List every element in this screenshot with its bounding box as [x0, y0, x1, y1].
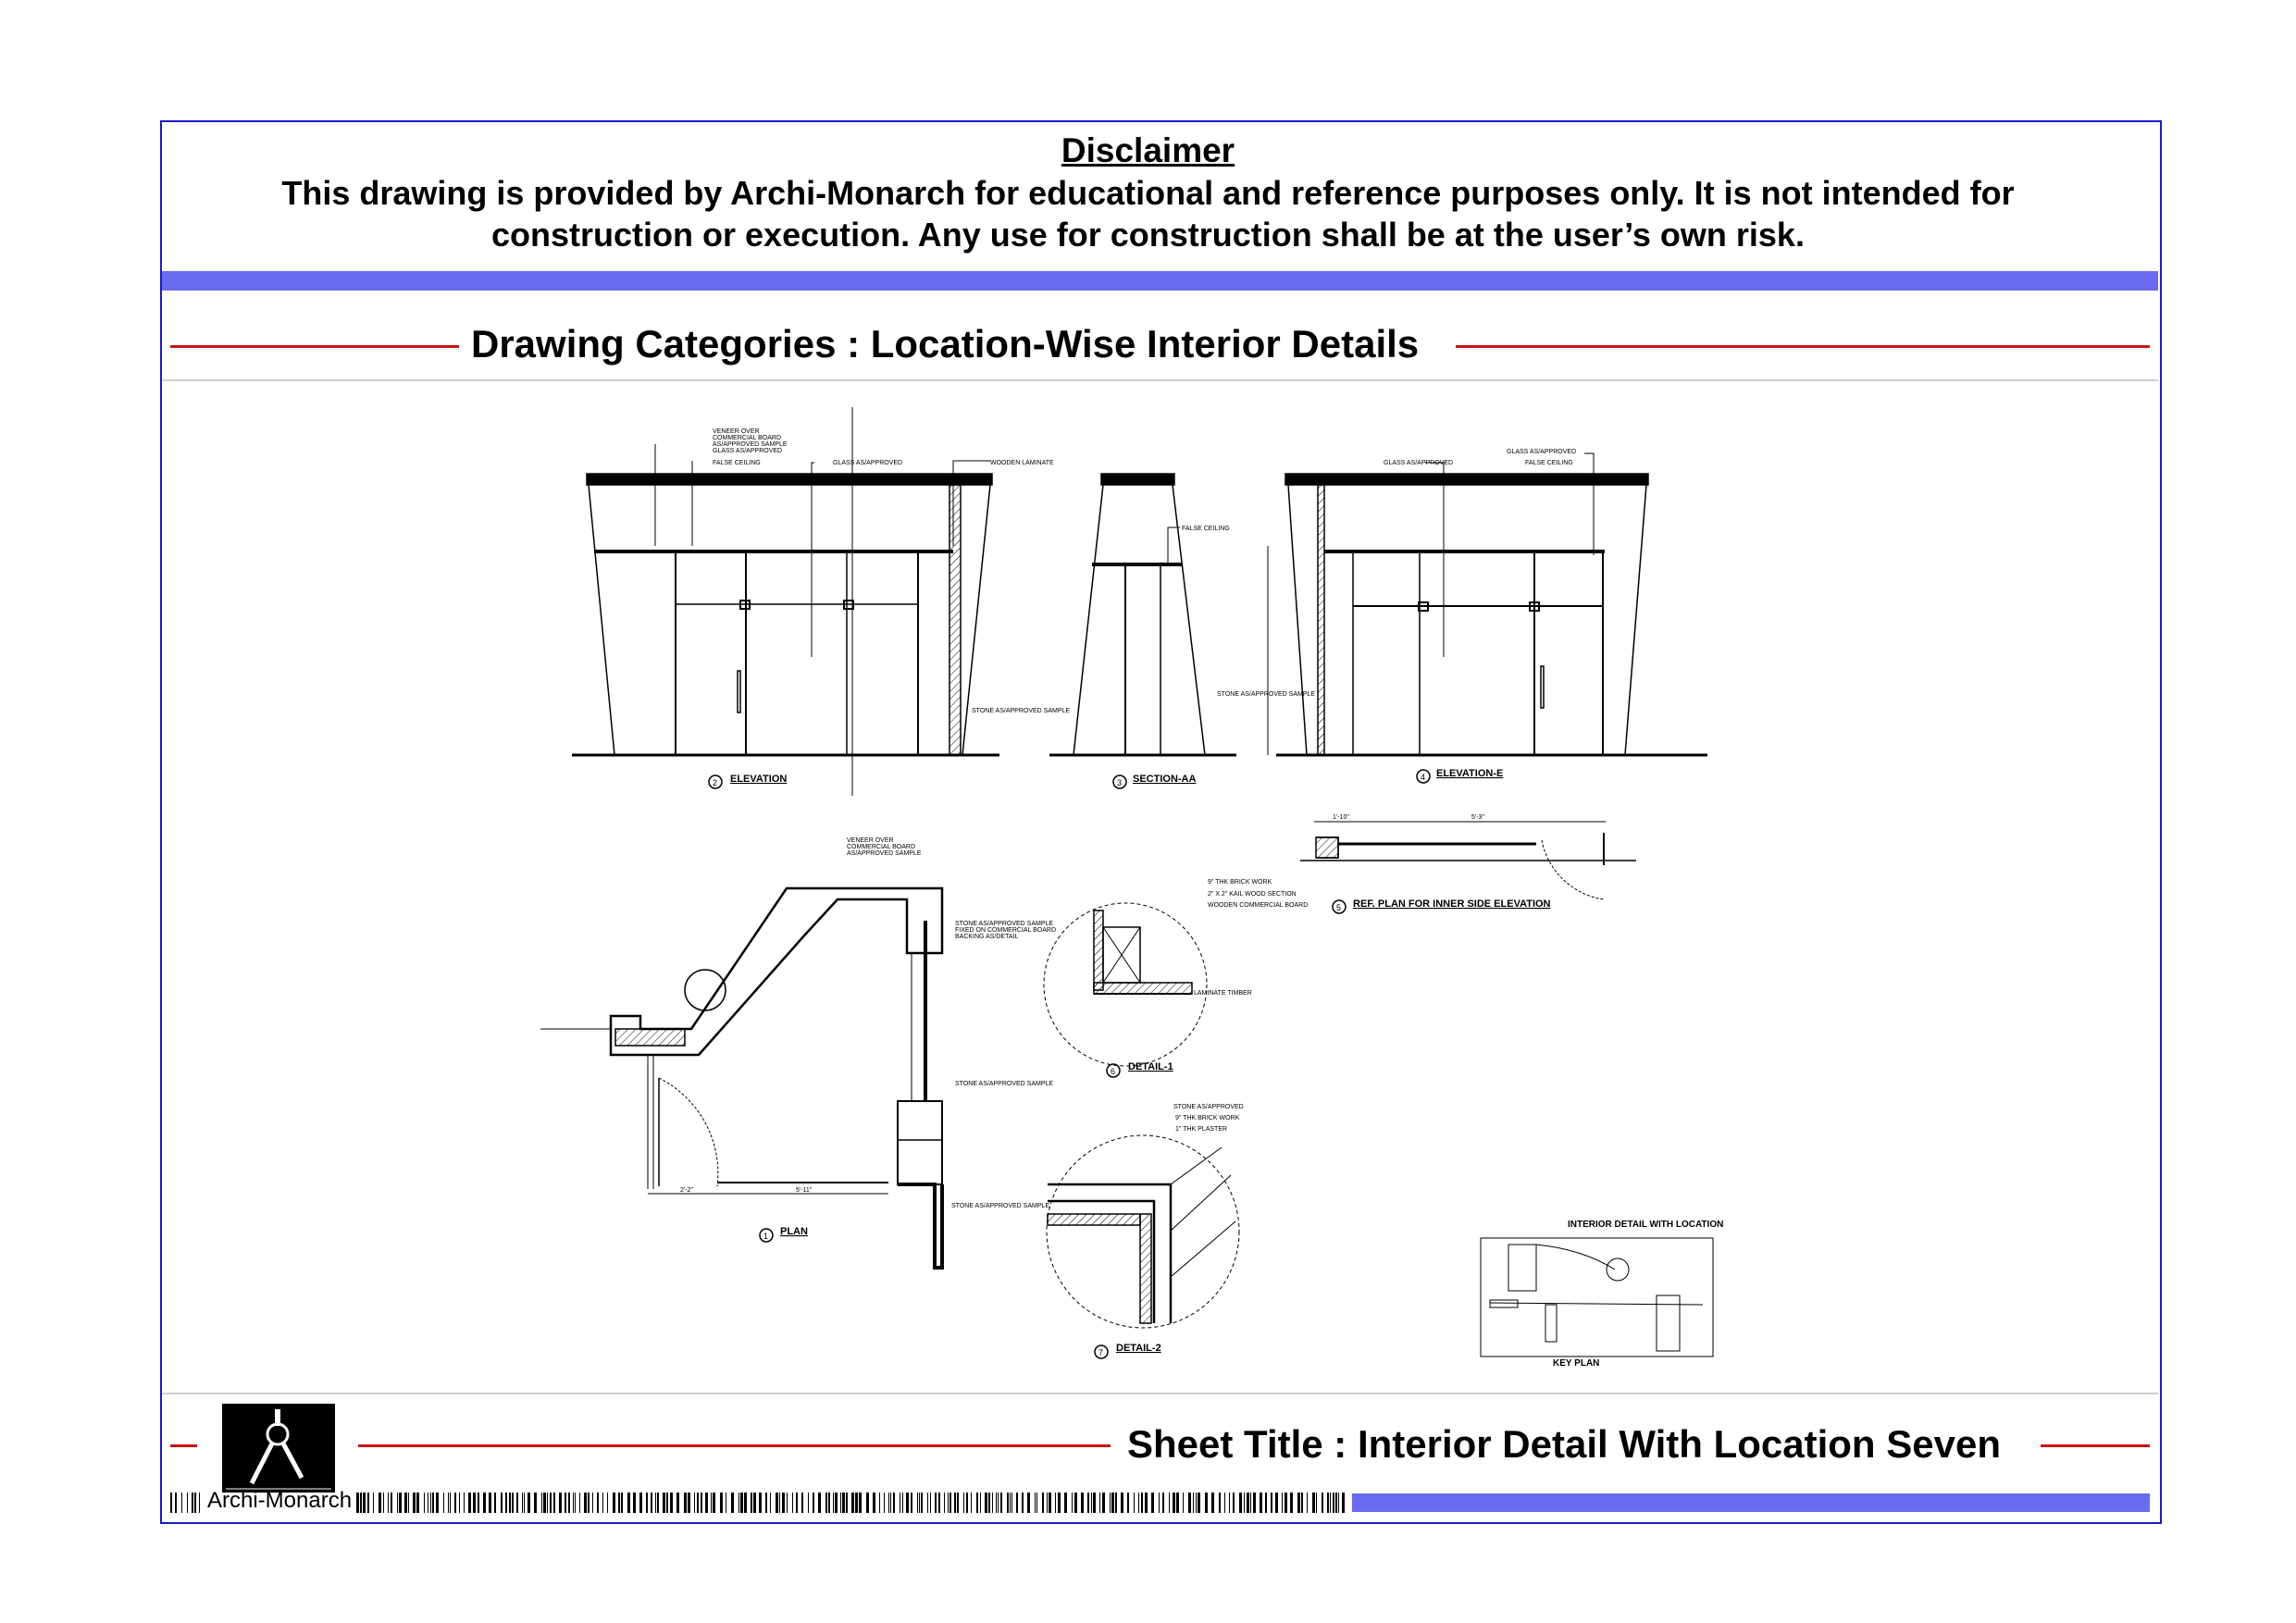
- detail-1-title: DETAIL-1: [1128, 1061, 1173, 1072]
- barcode-strip: [356, 1493, 1345, 1513]
- sheet-border: [160, 120, 2162, 1524]
- detail-1-note: 9" THK BRICK WORK: [1208, 879, 1272, 886]
- ref-plan-dim: 5'-3": [1471, 814, 1484, 821]
- detail-2-note: 1" THK PLASTER: [1175, 1126, 1227, 1133]
- detail-2-number: 7: [1098, 1348, 1103, 1357]
- detail-1-note: LAMINATE TIMBER: [1194, 990, 1252, 997]
- key-plan-caption: KEY PLAN: [1553, 1358, 1599, 1369]
- detail-2-note: 9" THK BRICK WORK: [1175, 1115, 1240, 1121]
- footer-rule-mid: [358, 1444, 1111, 1447]
- ref-plan-number: 5: [1336, 903, 1341, 912]
- elevation-note: COMMERCIAL BOARD: [713, 435, 781, 441]
- disclaimer-bar: [162, 271, 2158, 291]
- elevation-drawing: VENEER OVER COMMERCIAL BOARD AS/APPROVED…: [572, 407, 1070, 796]
- plan-note: BACKING AS/DETAIL: [955, 934, 1018, 940]
- elevation-note: GLASS AS/APPROVED: [713, 448, 782, 454]
- detail-2-drawing: STONE AS/APPROVED 9" THK BRICK WORK 1" T…: [1046, 1104, 1244, 1359]
- detail-2-title: DETAIL-2: [1116, 1343, 1161, 1354]
- heading-separator: [162, 379, 2158, 381]
- section-note: FALSE CEILING: [1182, 526, 1230, 532]
- detail-1-note: WOODEN COMMERCIAL BOARD: [1208, 902, 1308, 909]
- ref-plan-dim: 1'-10": [1333, 814, 1349, 821]
- elevation-note: STONE AS/APPROVED SAMPLE: [972, 708, 1070, 714]
- plan-drawing: 2'-2" 5'-11" VENEER OVER COMMERCIAL BOAR…: [540, 837, 1056, 1270]
- sheet-title: Sheet Title : Interior Detail With Locat…: [1127, 1422, 2001, 1466]
- footer-separator: [162, 1393, 2158, 1394]
- detail-1-number: 6: [1111, 1067, 1115, 1076]
- elevation-note: WOODEN LAMINATE: [990, 460, 1054, 466]
- footer-bar: [1352, 1493, 2150, 1512]
- elevation-note: AS/APPROVED SAMPLE: [713, 441, 788, 448]
- footer-rule-right: [2041, 1444, 2150, 1447]
- compass-icon: [226, 1409, 331, 1490]
- plan-title: PLAN: [780, 1226, 808, 1237]
- elevation-note: VENEER OVER: [713, 428, 760, 435]
- heading-rule-right: [1456, 345, 2150, 348]
- section-number: 3: [1117, 778, 1122, 787]
- plan-dim: 2'-2": [680, 1187, 693, 1194]
- elevation-e-note: STONE AS/APPROVED SAMPLE: [1217, 691, 1315, 698]
- key-plan-title: INTERIOR DETAIL WITH LOCATION: [1568, 1220, 1723, 1230]
- elevation-title: ELEVATION: [730, 774, 787, 785]
- elevation-e-note: FALSE CEILING: [1525, 460, 1573, 466]
- plan-note: STONE AS/APPROVED SAMPLE: [955, 921, 1053, 927]
- barcode-left: [170, 1493, 200, 1513]
- elevation-e-drawing: GLASS AS/APPROVED GLASS AS/APPROVED FALS…: [1217, 449, 1707, 784]
- elevation-e-note: GLASS AS/APPROVED: [1384, 460, 1453, 466]
- elevation-e-number: 4: [1421, 773, 1425, 782]
- heading-rule-left: [170, 345, 459, 348]
- plan-number: 1: [763, 1232, 768, 1241]
- brand-name: Archi-Monarch: [207, 1488, 353, 1513]
- category-heading: Drawing Categories : Location-Wise Inter…: [471, 322, 1420, 365]
- elevation-number: 2: [713, 778, 717, 787]
- footer-rule-left: [170, 1444, 197, 1447]
- elevation-note: GLASS AS/APPROVED: [833, 460, 902, 466]
- plan-note: COMMERCIAL BOARD: [847, 844, 915, 850]
- detail-1-drawing: 9" THK BRICK WORK 2" X 2" KAIL WOOD SECT…: [1043, 879, 1308, 1078]
- elevation-e-note: GLASS AS/APPROVED: [1507, 449, 1576, 455]
- disclaimer-line-2: construction or execution. Any use for c…: [491, 216, 1805, 254]
- plan-note: FIXED ON COMMERCIAL BOARD: [955, 927, 1056, 934]
- plan-note: AS/APPROVED SAMPLE: [847, 850, 922, 857]
- key-plan: INTERIOR DETAIL WITH LOCATION KEY PLAN: [1480, 1220, 1723, 1369]
- elevation-note: FALSE CEILING: [713, 460, 761, 466]
- detail-1-note: 2" X 2" KAIL WOOD SECTION: [1208, 891, 1297, 898]
- ref-plan-title: REF. PLAN FOR INNER SIDE ELEVATION: [1353, 898, 1551, 910]
- ref-plan-drawing: 1'-10" 5'-3" 5 REF. PLAN FOR INNER SIDE …: [1300, 814, 1636, 914]
- plan-note: VENEER OVER: [847, 837, 894, 844]
- plan-note: STONE AS/APPROVED SAMPLE: [951, 1203, 1049, 1209]
- elevation-e-title: ELEVATION-E: [1436, 768, 1503, 779]
- section-title: SECTION-AA: [1133, 774, 1197, 785]
- section-aa-drawing: FALSE CEILING 3 SECTION-AA: [1049, 473, 1236, 789]
- disclaimer-line-1: This drawing is provided by Archi-Monarc…: [281, 174, 2015, 212]
- disclaimer-title: Disclaimer: [1061, 131, 1235, 169]
- plan-dim: 5'-11": [796, 1187, 813, 1194]
- plan-note: STONE AS/APPROVED SAMPLE: [955, 1081, 1053, 1087]
- archi-monarch-logo: [222, 1404, 335, 1493]
- detail-2-note: STONE AS/APPROVED: [1173, 1104, 1244, 1110]
